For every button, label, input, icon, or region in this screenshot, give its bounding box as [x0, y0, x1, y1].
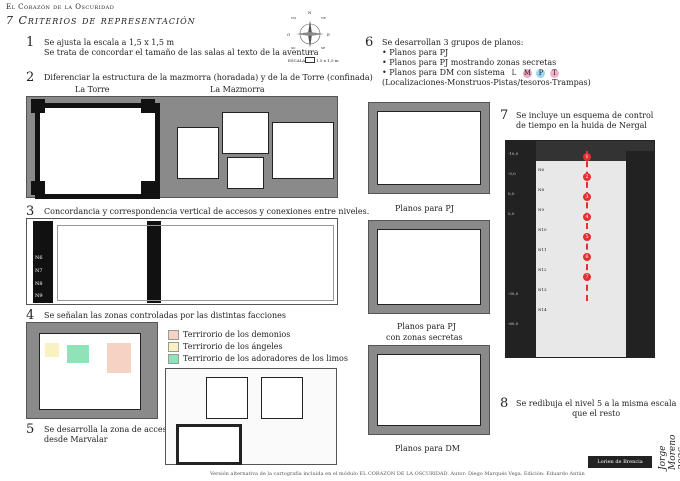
- section-2-text: Diferenciar la estructura de la mazmorra…: [44, 73, 373, 82]
- section-8-number: 8: [500, 396, 509, 411]
- compass-o: O: [287, 32, 291, 37]
- section-3-number: 3: [26, 204, 35, 219]
- tl-n6: N6: [538, 167, 545, 172]
- pj-plan-caption: Planos para PJ: [395, 204, 454, 213]
- dm-plan-map: [368, 345, 490, 435]
- legend-demons: Terrirorio de los demonios: [168, 330, 290, 340]
- legend-slimes: Terrirorio de los adoradores de los limo…: [168, 354, 348, 364]
- author-signature: Jorge Moreno 2026: [658, 434, 680, 470]
- pj-plan-map: [368, 102, 490, 194]
- level-n9: N9: [35, 293, 43, 299]
- tl-tick-3: 0,0: [508, 191, 515, 196]
- compass-e: E: [327, 32, 330, 37]
- torre-mazmorra-map: [26, 96, 338, 199]
- marvalar-access-map: [165, 368, 337, 465]
- timeline-schema: 1 2 3 4 5 6 7 N6 N8 N9 N10 N11 N12 N13 N…: [505, 140, 655, 358]
- page-title: 7 Criterios de representación: [6, 14, 196, 27]
- dm-plan-caption: Planos para DM: [395, 444, 460, 453]
- level-n7: N7: [35, 268, 43, 274]
- section-1-text: Se ajusta la escala a 1,5 x 1,5 m Se tra…: [44, 38, 319, 57]
- tl-n9: N9: [538, 207, 545, 212]
- publisher-logo: Lorien de Brencia: [588, 456, 652, 468]
- section-3-text: Concordancia y correspondencia vertical …: [44, 207, 370, 216]
- footer-credits: Versión alternativa de la cartografía in…: [210, 471, 585, 477]
- pill-l: L: [511, 69, 517, 77]
- section-4-text: Se señalan las zonas controladas por las…: [44, 311, 286, 320]
- scale-bar: [305, 57, 315, 63]
- section-7-text: Se incluye un esquema de control de tiem…: [516, 111, 654, 130]
- pill-m: M: [522, 69, 532, 78]
- scale-label: ESCALA: [288, 58, 306, 63]
- tl-n10: N10: [538, 227, 547, 232]
- section-6-number: 6: [365, 35, 374, 50]
- torre-label: La Torre: [75, 85, 110, 94]
- factions-map: [26, 322, 158, 419]
- pill-t: T: [550, 69, 560, 78]
- section-2-number: 2: [26, 70, 35, 85]
- level-n8: N8: [35, 281, 43, 287]
- tl-n13: N13: [538, 287, 547, 292]
- section-4-number: 4: [26, 308, 35, 323]
- mazmorra-label: La Mazmorra: [210, 85, 265, 94]
- section-8-text: Se redibuja el nivel 5 a la misma escala…: [516, 399, 677, 418]
- scale-value: 1,5 x 1,5 m: [316, 58, 339, 63]
- compass-s: S: [308, 49, 311, 54]
- tl-tick-2: -5,0: [508, 171, 516, 176]
- section-7-number: 7: [500, 108, 509, 123]
- section-6-text: Se desarrollan 3 grupos de planos: • Pla…: [382, 38, 591, 87]
- compass-rose-icon: N S E O NE NO SE SO: [285, 10, 335, 60]
- compass-no: NO: [291, 16, 297, 20]
- tl-tick-4: 5,0: [508, 211, 515, 216]
- section-5-text: Se desarrolla la zona de accesos desde M…: [44, 425, 176, 444]
- legend-angels: Terrirorio de los ángeles: [168, 342, 283, 352]
- section-5-number: 5: [26, 422, 35, 437]
- compass-n: N: [308, 10, 312, 15]
- pj-secret-plan-map: [368, 220, 490, 314]
- pj-secret-caption-1: Planos para PJ: [397, 322, 456, 331]
- level-n6: N6: [35, 255, 43, 261]
- tl-n8: N8: [538, 187, 545, 192]
- tl-tick-1: -10,0: [508, 151, 519, 156]
- vertical-levels-map: N6 N7 N8 N9: [26, 218, 338, 305]
- pill-p: P: [536, 69, 546, 78]
- tl-n14: N14: [538, 307, 547, 312]
- series-title: El Corazón de la Oscuridad: [6, 3, 115, 11]
- pj-secret-caption-2: con zonas secretas: [386, 333, 463, 342]
- compass-ne: NE: [321, 16, 326, 20]
- section-1-number: 1: [26, 35, 35, 50]
- tl-n12: N12: [538, 267, 547, 272]
- tl-tick-5: -30,0: [508, 291, 519, 296]
- compass-se: SE: [321, 46, 326, 50]
- tl-tick-6: -60,0: [508, 321, 519, 326]
- compass-so: SO: [291, 46, 296, 50]
- tl-n11: N11: [538, 247, 547, 252]
